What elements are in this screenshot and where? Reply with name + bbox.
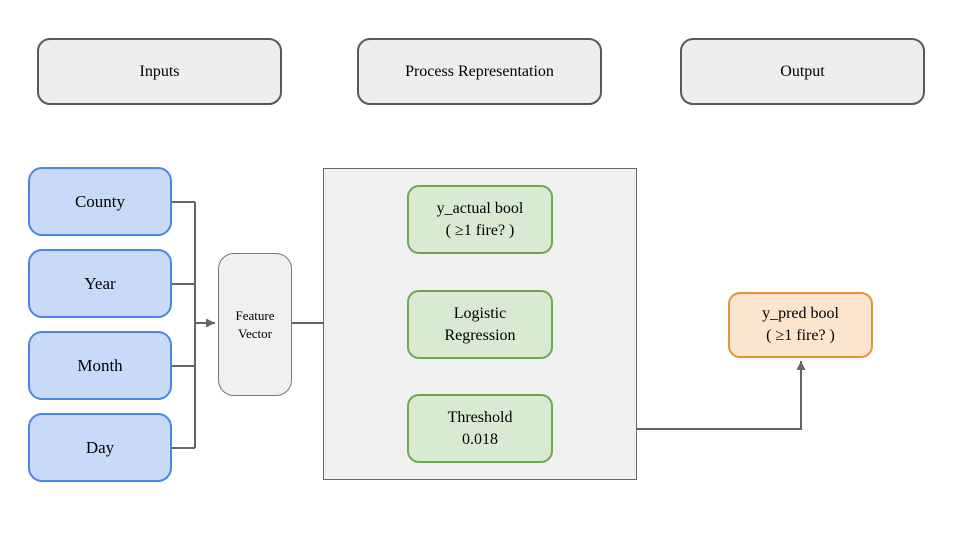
input-box-county: County bbox=[28, 167, 172, 236]
y-pred-label-line2: ( ≥1 fire? ) bbox=[766, 327, 835, 344]
logistic-regression-label-line2: Regression bbox=[444, 326, 516, 344]
logistic-regression-label-line1: Logistic bbox=[453, 304, 507, 322]
input-box-county-label: County bbox=[74, 191, 126, 211]
input-box-month: Month bbox=[28, 331, 172, 400]
input-box-year-label: Year bbox=[84, 273, 116, 293]
input-box-day-label: Day bbox=[85, 437, 115, 457]
y-pred-label-line1: y_pred bool bbox=[762, 305, 839, 322]
y-actual-box: y_actual bool ( ≥1 fire? ) bbox=[407, 185, 553, 254]
header-output: Output bbox=[680, 38, 925, 105]
input-box-year: Year bbox=[28, 249, 172, 318]
header-process-representation-label: Process Representation bbox=[405, 62, 554, 80]
feature-vector-box: Feature Vector bbox=[218, 253, 292, 396]
header-inputs-label: Inputs bbox=[139, 62, 180, 80]
threshold-box: Threshold 0.018 bbox=[407, 394, 553, 463]
feature-vector-label-line1: Feature bbox=[235, 307, 275, 323]
threshold-label-line2: 0.018 bbox=[462, 430, 498, 448]
input-box-month-label: Month bbox=[77, 355, 123, 375]
threshold-label-line1: Threshold bbox=[447, 408, 513, 426]
y-actual-label-line1: y_actual bool bbox=[436, 199, 524, 217]
header-inputs: Inputs bbox=[37, 38, 282, 105]
feature-vector-label-line2: Vector bbox=[238, 325, 272, 341]
logistic-regression-box: Logistic Regression bbox=[407, 290, 553, 359]
y-pred-box: y_pred bool ( ≥1 fire? ) bbox=[728, 292, 873, 358]
header-output-label: Output bbox=[780, 62, 825, 80]
y-actual-label-line2: ( ≥1 fire? ) bbox=[445, 221, 515, 239]
header-process-representation: Process Representation bbox=[357, 38, 602, 105]
input-box-day: Day bbox=[28, 413, 172, 482]
